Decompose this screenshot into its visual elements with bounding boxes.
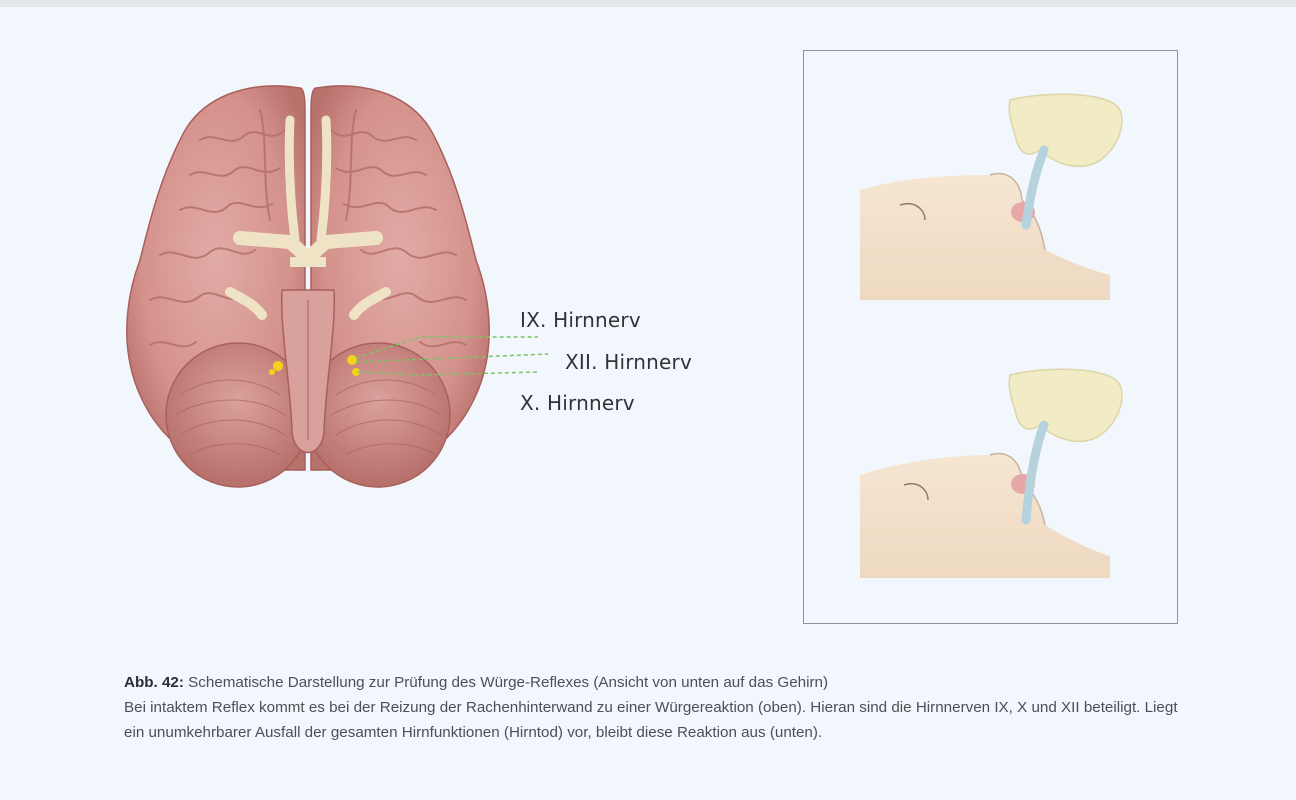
figure-panel: IX. Hirnnerv XII. Hirnnerv X. Hirnnerv A…: [0, 7, 1296, 800]
lower-face-illustration: [860, 369, 1122, 578]
label-x-hirnnerv: X. Hirnnerv: [520, 391, 635, 415]
label-xii-hirnnerv: XII. Hirnnerv: [565, 350, 692, 374]
top-divider: [0, 0, 1296, 7]
label-ix-hirnnerv: IX. Hirnnerv: [520, 308, 641, 332]
caption-body: Bei intaktem Reflex kommt es bei der Rei…: [124, 695, 1194, 745]
caption-heading: Abb. 42: Schematische Darstellung zur Pr…: [124, 670, 1194, 695]
figure-caption: Abb. 42: Schematische Darstellung zur Pr…: [124, 670, 1194, 745]
upper-face-illustration: [860, 94, 1122, 300]
caption-label: Abb. 42:: [124, 674, 184, 691]
caption-title: Schematische Darstellung zur Prüfung des…: [188, 674, 828, 691]
